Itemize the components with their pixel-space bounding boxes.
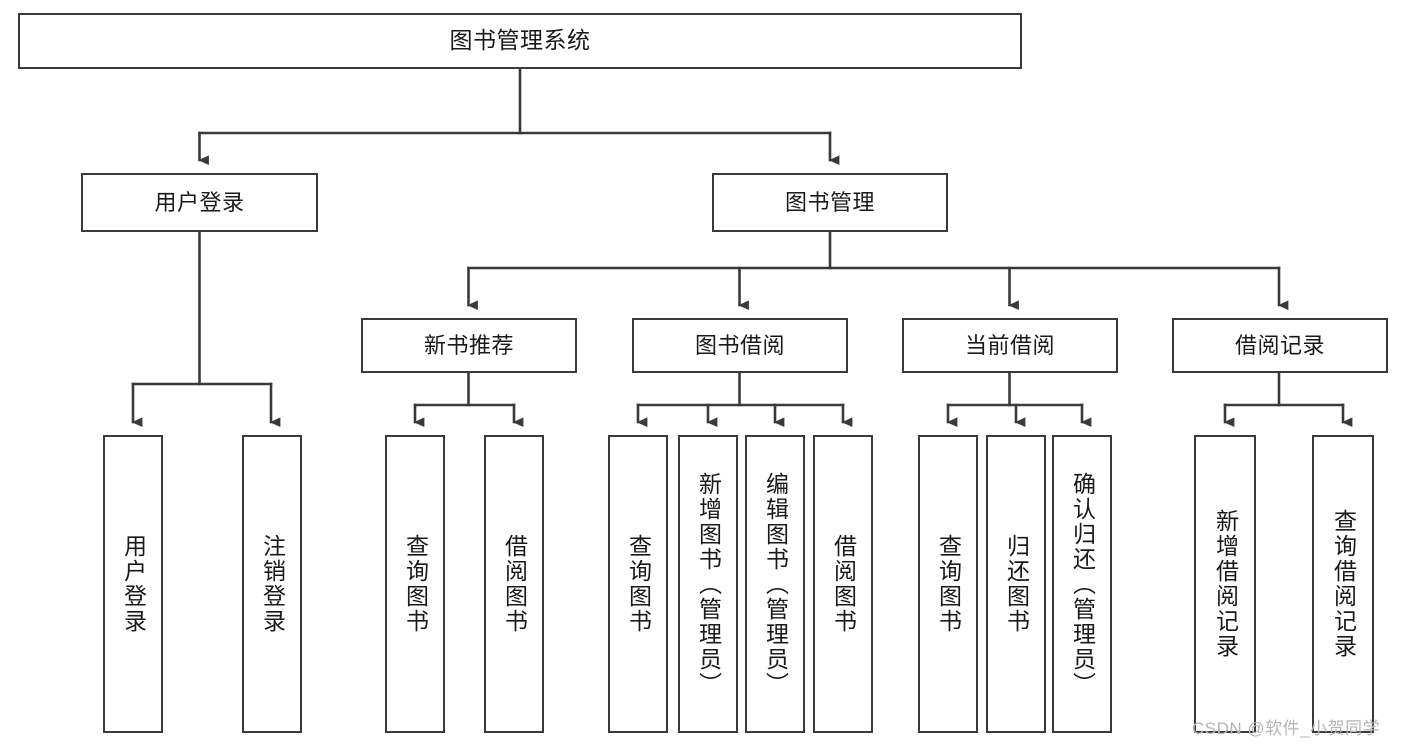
node-borrow-records-label: 借阅记录 [1234,332,1325,358]
node-leaf-add-borrow-record-label: 新增借阅记录 [1212,509,1239,659]
node-user-login-label: 用户登录 [154,189,245,215]
node-leaf-add-book-admin[interactable]: 新增图书（管理员） [678,435,738,733]
node-leaf-borrow-book[interactable]: 借阅图书 [813,435,873,733]
node-leaf-query-book-recommend-label: 查询图书 [402,534,429,634]
node-new-book-recommend-label: 新书推荐 [423,332,514,358]
node-leaf-confirm-return-admin-label: 确认归还（管理员） [1069,471,1096,697]
node-book-management-label: 图书管理 [784,189,875,215]
node-current-borrow[interactable]: 当前借阅 [902,318,1118,373]
node-user-login[interactable]: 用户登录 [81,173,318,232]
node-leaf-query-book-borrow[interactable]: 查询图书 [608,435,668,733]
node-leaf-edit-book-admin-label: 编辑图书（管理员） [762,471,789,697]
node-leaf-return-book[interactable]: 归还图书 [986,435,1046,733]
node-book-borrow[interactable]: 图书借阅 [632,318,848,373]
node-leaf-query-book-current-label: 查询图书 [935,534,962,634]
node-leaf-user-logout-label: 注销登录 [259,534,286,634]
node-book-management[interactable]: 图书管理 [712,173,948,232]
node-leaf-user-logout[interactable]: 注销登录 [242,435,302,733]
node-leaf-add-borrow-record[interactable]: 新增借阅记录 [1194,435,1256,733]
node-leaf-borrow-book-label: 借阅图书 [830,534,857,634]
node-leaf-query-borrow-record[interactable]: 查询借阅记录 [1312,435,1374,733]
node-root-system[interactable]: 图书管理系统 [18,13,1022,69]
node-current-borrow-label: 当前借阅 [964,332,1055,358]
node-leaf-borrow-book-recommend[interactable]: 借阅图书 [484,435,544,733]
node-leaf-confirm-return-admin[interactable]: 确认归还（管理员） [1052,435,1112,733]
node-leaf-return-book-label: 归还图书 [1003,534,1030,634]
node-leaf-query-borrow-record-label: 查询借阅记录 [1330,509,1357,659]
node-book-borrow-label: 图书借阅 [694,332,785,358]
node-leaf-user-login-label: 用户登录 [120,534,147,634]
node-root-label: 图书管理系统 [449,27,591,54]
node-leaf-query-book-borrow-label: 查询图书 [625,534,652,634]
node-leaf-edit-book-admin[interactable]: 编辑图书（管理员） [745,435,805,733]
node-leaf-query-book-current[interactable]: 查询图书 [918,435,978,733]
node-leaf-borrow-book-recommend-label: 借阅图书 [501,534,528,634]
node-new-book-recommend[interactable]: 新书推荐 [361,318,577,373]
node-leaf-add-book-admin-label: 新增图书（管理员） [695,471,722,697]
node-borrow-records[interactable]: 借阅记录 [1172,318,1388,373]
node-leaf-user-login[interactable]: 用户登录 [103,435,163,733]
node-leaf-query-book-recommend[interactable]: 查询图书 [385,435,445,733]
